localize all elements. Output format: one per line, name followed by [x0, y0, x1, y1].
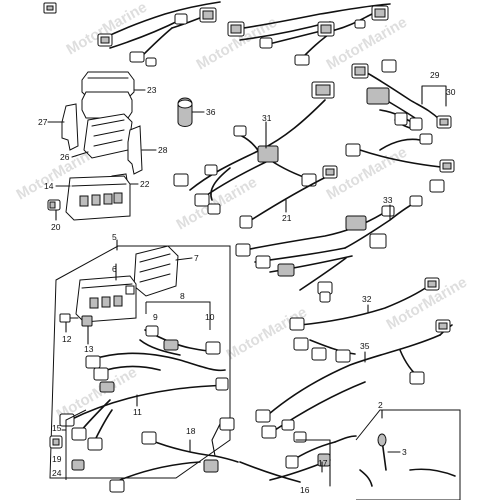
- callout-8: 8: [180, 291, 185, 301]
- callout-2: 2: [378, 400, 383, 410]
- callout-35: 35: [360, 341, 370, 351]
- harness-part-21: [239, 165, 338, 229]
- connector-part-19: [49, 435, 63, 449]
- callout-11: 11: [133, 407, 142, 417]
- assembly-frame-left: [49, 245, 231, 479]
- harness-part-31: [173, 81, 335, 215]
- watermark: MotorMarine: [64, 0, 150, 58]
- callout-33: 33: [383, 195, 393, 205]
- callout-17: 17: [318, 458, 328, 468]
- top-left-connector: [43, 2, 57, 14]
- callout-18: 18: [186, 426, 196, 436]
- bracket-part-28: [127, 125, 157, 175]
- callout-13: 13: [84, 344, 94, 354]
- top-harness-a: [97, 1, 221, 67]
- callout-6: 6: [112, 264, 117, 274]
- connector-part-12: [59, 313, 79, 333]
- ecu-part-26: [71, 113, 133, 159]
- fuse-block-part-6: [75, 263, 137, 323]
- connector-part-20: [47, 199, 61, 221]
- sub-frame-8: [145, 301, 211, 330]
- top-harness-b: [227, 3, 391, 66]
- callout-22: 22: [140, 179, 150, 189]
- callout-19: 19: [52, 454, 62, 464]
- callout-12: 12: [62, 334, 72, 344]
- callout-36: 36: [206, 107, 216, 117]
- knob-part-36: [177, 97, 205, 127]
- callout-23: 23: [147, 85, 157, 95]
- bracket-part-27: [47, 103, 79, 151]
- harness-part-35: [255, 319, 453, 443]
- callout-20: 20: [51, 222, 61, 232]
- callout-9: 9: [153, 312, 158, 322]
- callout-24: 24: [52, 468, 62, 478]
- callout-26: 26: [60, 152, 70, 162]
- callout-16: 16: [300, 485, 310, 495]
- callout-31: 31: [262, 113, 272, 123]
- callout-28: 28: [158, 145, 168, 155]
- frame-part-2: [355, 409, 461, 500]
- right-small-harness: [345, 133, 455, 173]
- harness-part-9-10: [139, 325, 221, 356]
- module-part-7: [133, 245, 193, 297]
- callout-5: 5: [112, 232, 117, 242]
- callout-14: 14: [44, 181, 54, 191]
- callout-29: 29: [430, 70, 440, 80]
- harness-part-32: [289, 277, 440, 363]
- callout-3: 3: [402, 447, 407, 457]
- callout-7: 7: [194, 253, 199, 263]
- callout-10: 10: [205, 312, 215, 322]
- callout-30: 30: [446, 87, 456, 97]
- callout-15: 15: [52, 423, 62, 433]
- callout-27: 27: [38, 117, 48, 127]
- callout-32: 32: [362, 294, 372, 304]
- harness-part-29: [351, 59, 452, 131]
- grommet-part-24: [71, 459, 85, 471]
- harness-part-11: [59, 352, 229, 451]
- watermark: MotorMarine: [224, 304, 310, 364]
- connector-part-13: [81, 315, 93, 345]
- harness-part-16: [269, 435, 357, 487]
- fuse-block-part-14: [55, 175, 131, 221]
- cover-part-23: [81, 71, 146, 119]
- callout-21: 21: [282, 213, 292, 223]
- sensor-part-3: [359, 433, 456, 487]
- harness-part-33: [235, 179, 445, 303]
- harness-part-18: [109, 417, 301, 493]
- frame-part-15: [61, 409, 87, 480]
